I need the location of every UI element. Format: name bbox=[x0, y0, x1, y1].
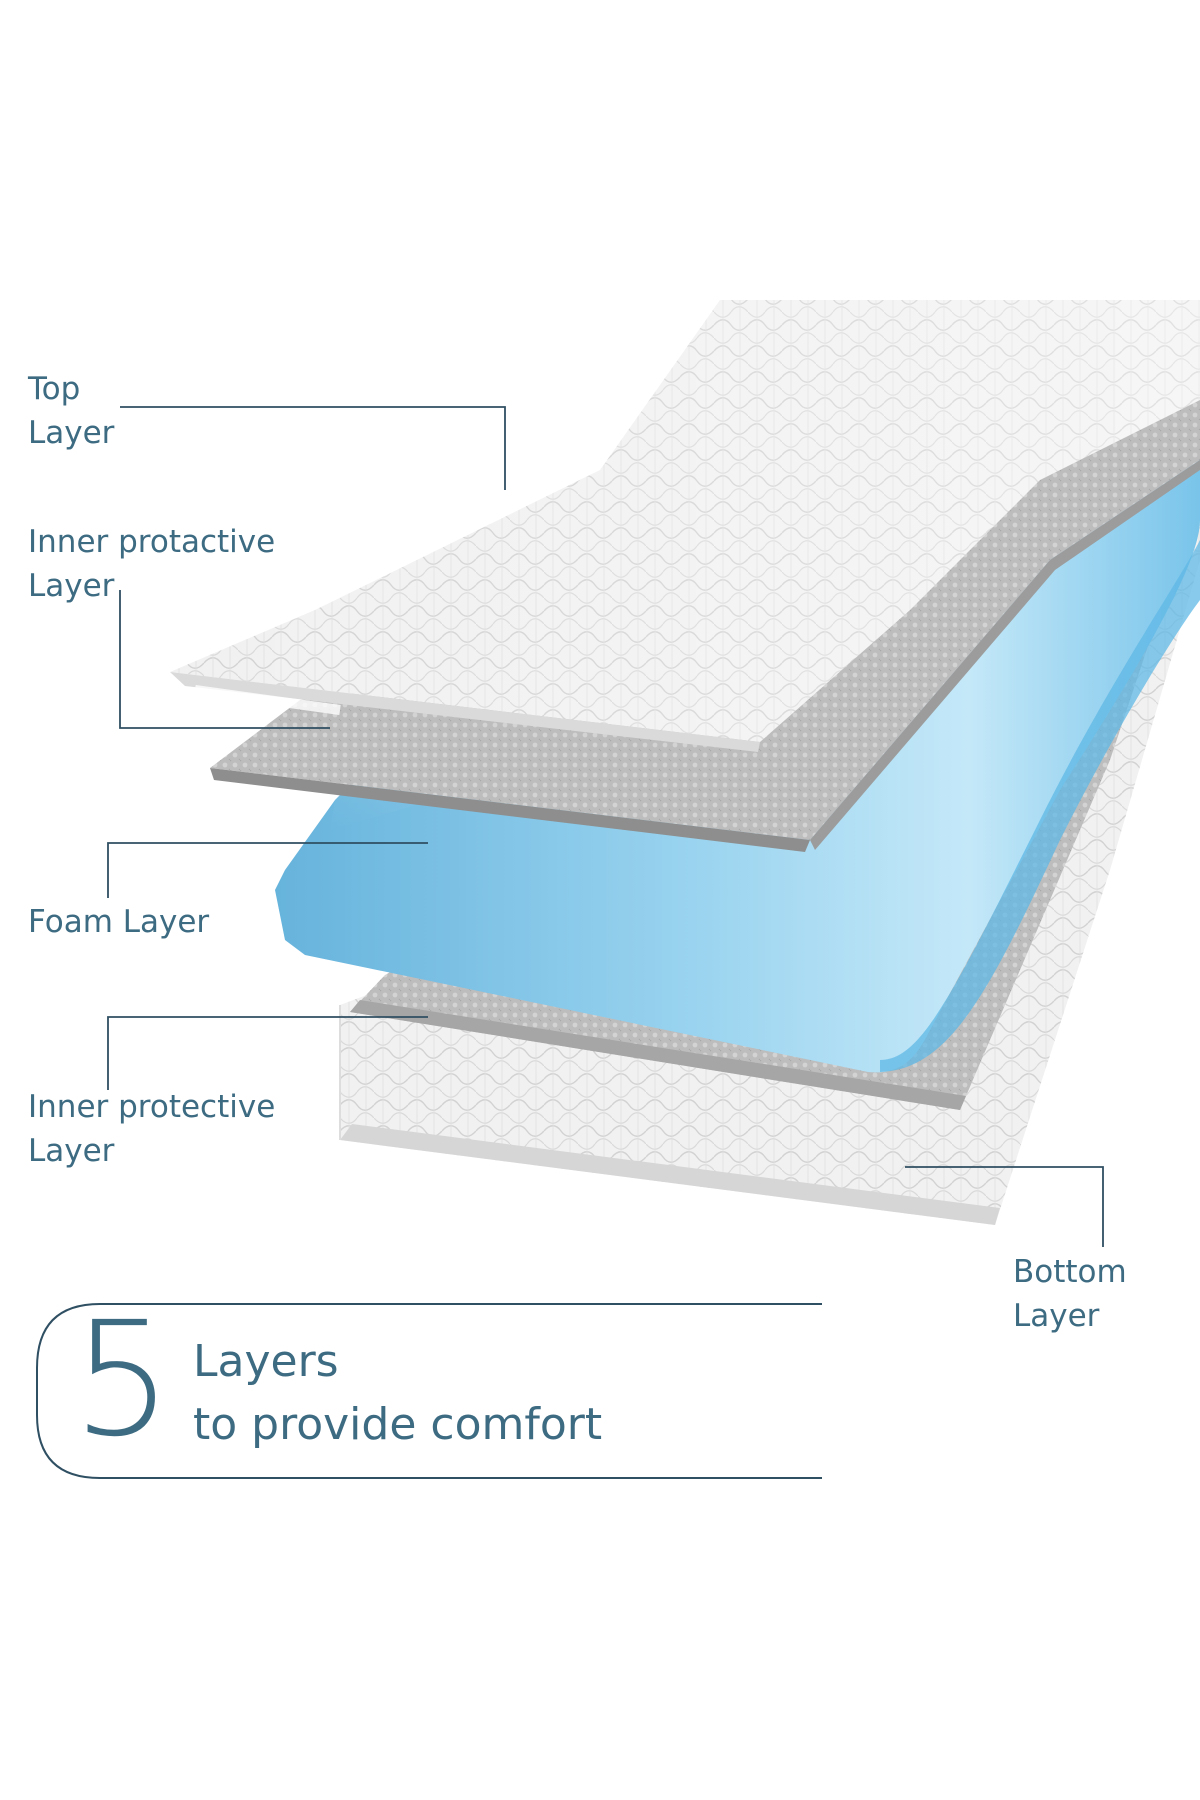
label-top-layer-line1: Top bbox=[28, 371, 81, 407]
banner-heading: Layers bbox=[193, 1336, 339, 1387]
label-inner-protactive-layer-line2: Layer bbox=[28, 568, 115, 604]
banner-subheading: to provide comfort bbox=[193, 1399, 603, 1450]
foam-layer-leader-line bbox=[107, 842, 428, 898]
top-layer-leader-line bbox=[120, 406, 506, 490]
inner-protactive-layer-sheet bbox=[210, 390, 1200, 852]
label-foam-layer: Foam Layer bbox=[28, 900, 209, 944]
bottom-layer-leader-line bbox=[905, 1166, 1104, 1247]
label-inner-protective-layer-line1: Inner protective bbox=[28, 1089, 276, 1125]
banner-frame bbox=[36, 1303, 822, 1479]
label-inner-protective-layer: Inner protective Layer bbox=[28, 1085, 275, 1173]
banner-number: 5 bbox=[72, 1288, 173, 1472]
label-inner-protactive-layer-line1: Inner protactive bbox=[28, 524, 276, 560]
label-foam-layer-line1: Foam Layer bbox=[28, 904, 210, 940]
label-top-layer-line2: Layer bbox=[28, 415, 115, 451]
label-inner-protective-layer-line2: Layer bbox=[28, 1133, 115, 1169]
label-inner-protactive-layer: Inner protactive Layer bbox=[28, 520, 275, 608]
inner-protective-layer-leader-line bbox=[107, 1016, 428, 1090]
label-bottom-layer: Bottom Layer bbox=[1013, 1250, 1127, 1338]
label-bottom-layer-line1: Bottom bbox=[1013, 1254, 1127, 1290]
label-bottom-layer-line2: Layer bbox=[1013, 1298, 1100, 1334]
label-top-layer: Top Layer bbox=[28, 367, 114, 455]
inner-protactive-layer-leader-line bbox=[119, 590, 330, 729]
top-layer-sheet bbox=[170, 300, 1200, 752]
